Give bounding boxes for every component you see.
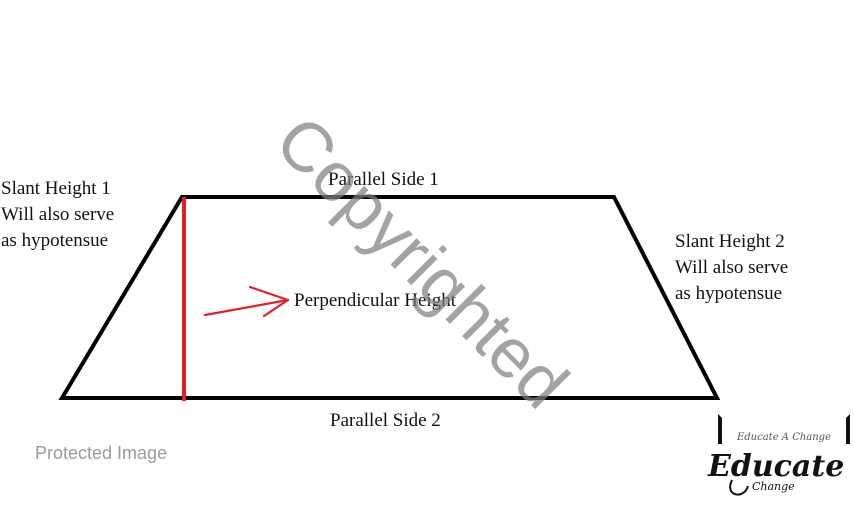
arrow-icon <box>203 285 290 318</box>
logo-tagline: Educate A Change <box>736 432 831 443</box>
educate-a-change-logo: Educate A Change Educate Change <box>707 410 854 496</box>
perpendicular-height-label: Perpendicular Height <box>294 290 456 311</box>
parallel-side-2-label: Parallel Side 2 <box>330 410 441 431</box>
logo-corner-left <box>718 414 722 444</box>
slant-height-1-line-3: as hypotensue <box>1 230 109 251</box>
slant-height-2-line-1: Slant Height 2 <box>675 231 785 252</box>
protected-image-text: Protected Image <box>35 443 168 463</box>
slant-height-1-label: Slant Height 1 Will also serve as hypote… <box>1 176 114 254</box>
logo-corner-right <box>846 414 850 444</box>
trapezoid-shape <box>58 195 721 400</box>
slant-height-2-line-3: as hypotensue <box>675 283 783 304</box>
logo-swash <box>729 479 749 496</box>
slant-height-1-line-2: Will also serve <box>1 204 115 225</box>
slant-height-2-line-2: Will also serve <box>675 257 789 278</box>
logo-subtext: Change <box>752 480 795 493</box>
logo-wordmark: Educate <box>707 449 844 484</box>
protected-bar <box>0 432 854 476</box>
parallel-side-1-label: Parallel Side 1 <box>328 169 439 190</box>
slant-height-2-label: Slant Height 2 Will also serve as hypote… <box>675 229 788 307</box>
slant-height-1-line-1: Slant Height 1 <box>1 178 111 199</box>
